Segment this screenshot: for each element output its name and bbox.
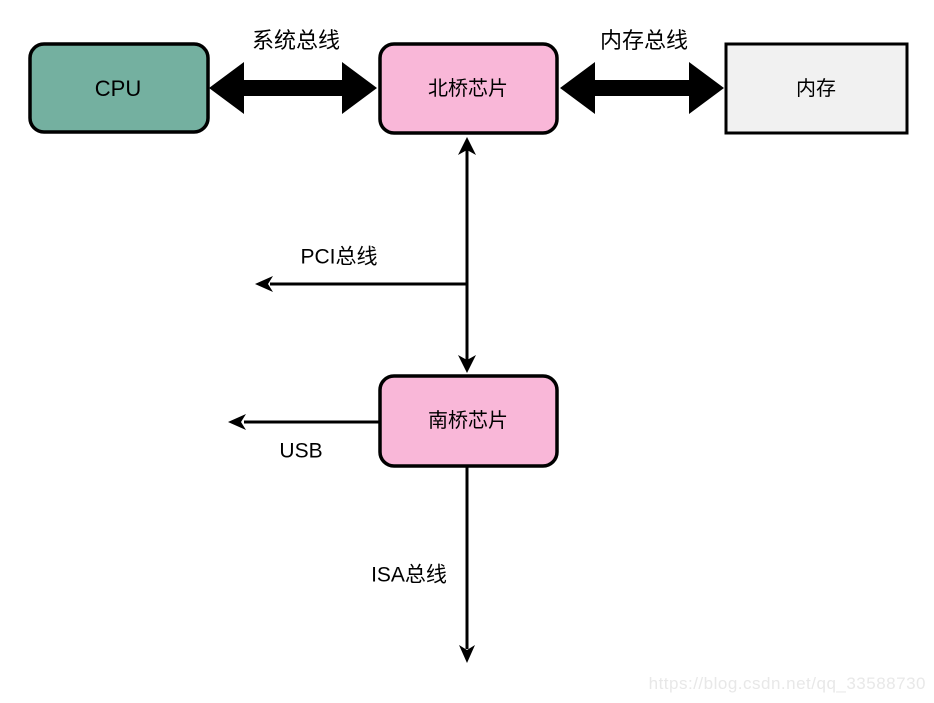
- pci-bus-label: PCI总线: [300, 245, 378, 269]
- node-memory-label: 内存: [796, 78, 836, 100]
- system-bus-arrow: [209, 62, 377, 114]
- node-northbridge-box: [378, 42, 559, 135]
- arrowhead-down-icon: [458, 355, 476, 373]
- node-memory-box: [724, 42, 909, 135]
- node-southbridge-label: 南桥芯片: [428, 410, 508, 432]
- system-bus-label: 系统总线: [251, 27, 341, 53]
- isa-bus-label: ISA总线: [371, 563, 447, 587]
- memory-bus-label: 内存总线: [599, 27, 689, 53]
- watermark: https://blog.csdn.net/qq_33588730: [648, 674, 926, 693]
- node-northbridge-label: 北桥芯片: [428, 78, 508, 100]
- arrowhead-left-usb-icon: [228, 414, 246, 430]
- arrowhead-down-isa-icon: [459, 645, 475, 663]
- node-southbridge-box: [378, 374, 559, 468]
- node-cpu-label: CPU: [94, 75, 142, 101]
- memory-bus-arrow: [560, 62, 724, 114]
- node-cpu-box: [28, 42, 210, 134]
- arrowhead-left-pci-icon: [255, 276, 273, 292]
- usb-label: USB: [279, 439, 323, 463]
- arrowhead-up-icon: [458, 137, 476, 155]
